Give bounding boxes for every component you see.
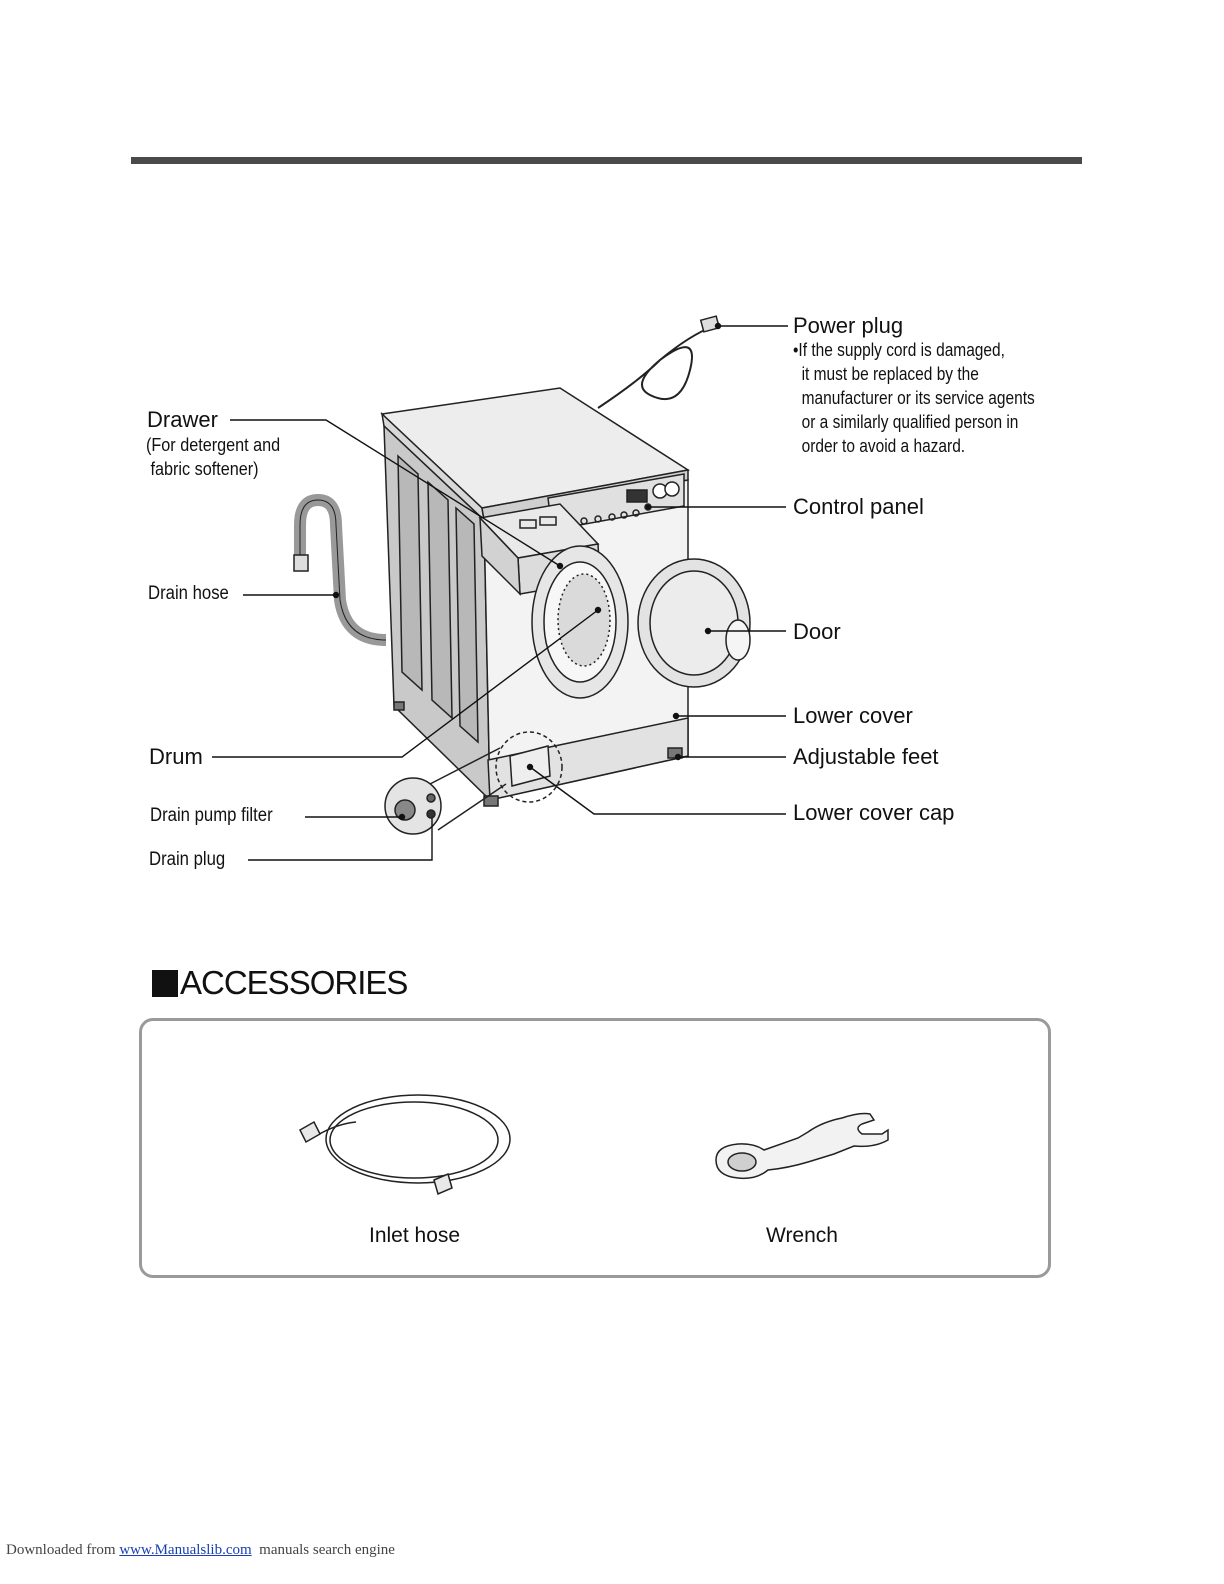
heading-square-icon bbox=[152, 969, 178, 997]
inlet-hose-label: Inlet hose bbox=[369, 1224, 461, 1247]
drain-hose-label: Drain hose bbox=[148, 583, 229, 604]
power-plug-note: •If the supply cord is damaged, it must … bbox=[793, 338, 1035, 458]
adjustable-feet-label: Adjustable feet bbox=[793, 744, 939, 769]
power-note-line: manufacturer or its service agents bbox=[793, 388, 1035, 408]
power-note-line: •If the supply cord is damaged, bbox=[793, 340, 1005, 360]
wrench-label: Wrench bbox=[766, 1224, 838, 1247]
drawer-sub-label: fabric softener) bbox=[146, 459, 259, 479]
control-panel-label: Control panel bbox=[793, 494, 924, 519]
lower-cover-cap-label: Lower cover cap bbox=[793, 800, 955, 825]
drain-pump-filter-label: Drain pump filter bbox=[150, 805, 273, 826]
power-note-line: order to avoid a hazard. bbox=[793, 436, 966, 456]
accessories-box bbox=[139, 1018, 1051, 1278]
power-plug-label: Power plug bbox=[793, 313, 904, 338]
accessories-heading: ACCESSORIES bbox=[152, 964, 408, 1002]
drain-plug-label: Drain plug bbox=[149, 849, 226, 870]
drawer-label: Drawer bbox=[147, 407, 218, 432]
footer: Downloaded from www.Manualslib.com manua… bbox=[6, 1542, 395, 1559]
door-label: Door bbox=[793, 619, 841, 644]
manualslib-link[interactable]: www.Manualslib.com bbox=[119, 1542, 252, 1558]
footer-prefix: Downloaded from bbox=[6, 1542, 120, 1558]
lower-cover-label: Lower cover bbox=[793, 703, 913, 728]
power-note-line: or a similarly qualified person in bbox=[793, 412, 1019, 432]
footer-suffix: manuals search engine bbox=[251, 1542, 395, 1558]
top-rule bbox=[131, 157, 1082, 164]
inlet-hose-icon bbox=[299, 1094, 511, 1196]
drawer-sub-label: (For detergent and bbox=[146, 435, 281, 455]
drum-label: Drum bbox=[149, 744, 203, 769]
power-note-line: it must be replaced by the bbox=[793, 364, 979, 384]
accessories-title: ACCESSORIES bbox=[180, 964, 408, 1001]
wrench-icon bbox=[715, 1112, 889, 1180]
